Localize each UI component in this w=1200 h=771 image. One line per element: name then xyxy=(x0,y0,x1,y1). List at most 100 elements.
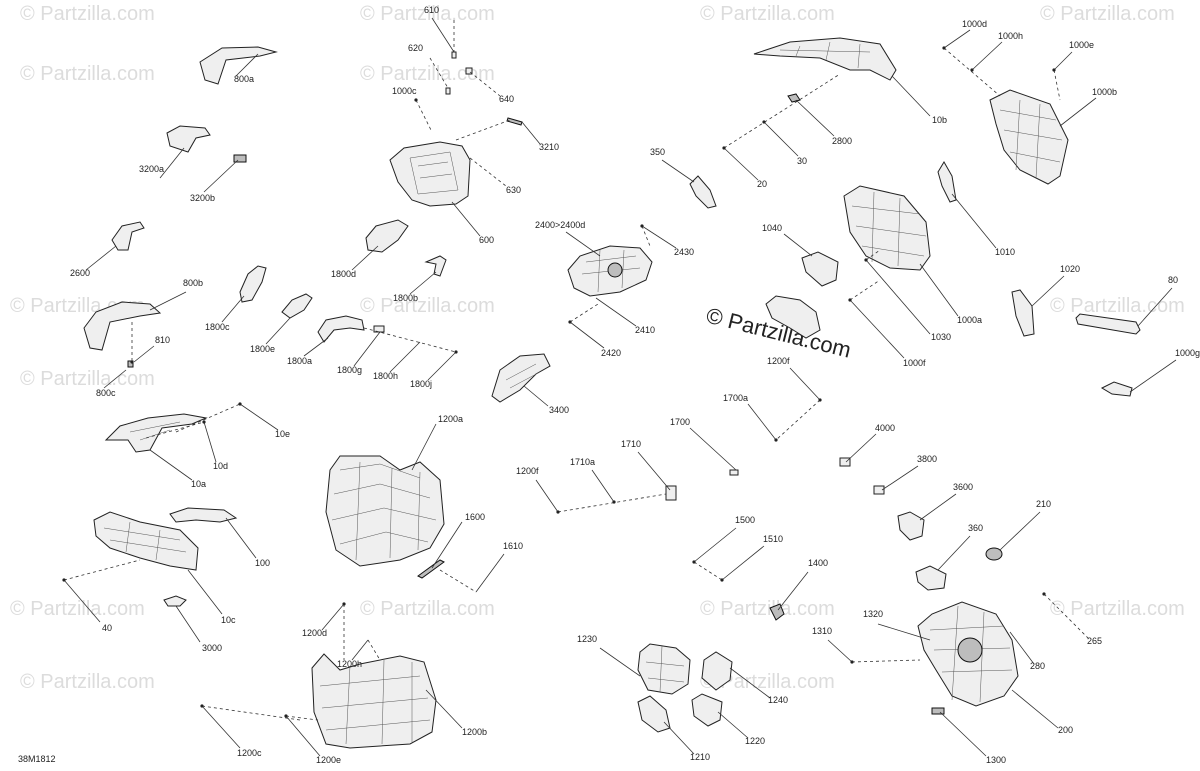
watermark: © Partzilla.com xyxy=(700,3,835,25)
callout-label-265: 265 xyxy=(1087,636,1102,646)
part-4000 xyxy=(839,457,851,467)
callout-label-1710: 1710 xyxy=(621,439,641,449)
callout-label-1800b: 1800b xyxy=(393,293,418,303)
watermark: © Partzilla.com xyxy=(360,295,495,317)
callout-label-610: 610 xyxy=(424,5,439,15)
callout-label-360: 360 xyxy=(968,523,983,533)
part-1010 xyxy=(937,161,957,203)
callout-label-30: 30 xyxy=(797,156,807,166)
callout-label-1210: 1210 xyxy=(690,752,710,762)
callout-label-1000e: 1000e xyxy=(1069,40,1094,50)
callout-label-1000d: 1000d xyxy=(962,19,987,29)
watermark: © Partzilla.com xyxy=(360,63,495,85)
callout-label-2600: 2600 xyxy=(70,268,90,278)
fastener-dots xyxy=(62,46,1056,718)
callout-label-1800a: 1800a xyxy=(287,356,312,366)
callout-label-2410: 2410 xyxy=(635,325,655,335)
callout-label-2800: 2800 xyxy=(832,136,852,146)
callout-label-800b: 800b xyxy=(183,278,203,288)
callout-label-1230: 1230 xyxy=(577,634,597,644)
callout-label-800c: 800c xyxy=(96,388,116,398)
watermark: © Partzilla.com xyxy=(1050,295,1185,317)
part-1200a xyxy=(325,455,445,567)
callout-label-1800d: 1800d xyxy=(331,269,356,279)
part-1230 xyxy=(637,643,691,695)
watermark: © Partzilla.com xyxy=(20,63,155,85)
callout-label-1800c: 1800c xyxy=(205,322,230,332)
callout-label-10b: 10b xyxy=(932,115,947,125)
callout-label-1610: 1610 xyxy=(503,541,523,551)
callout-label-3800: 3800 xyxy=(917,454,937,464)
callout-label-10a: 10a xyxy=(191,479,206,489)
part-3600 xyxy=(897,511,925,541)
parts-layer xyxy=(83,37,1141,749)
callout-label-80: 80 xyxy=(1168,275,1178,285)
part-2400-lens xyxy=(607,262,623,278)
callout-label-3600: 3600 xyxy=(953,482,973,492)
callout-label-1500: 1500 xyxy=(735,515,755,525)
callout-label-640: 640 xyxy=(499,94,514,104)
callout-label-10c: 10c xyxy=(221,615,236,625)
callout-label-1800j: 1800j xyxy=(410,379,432,389)
callout-label-3400: 3400 xyxy=(549,405,569,415)
callout-label-3000: 3000 xyxy=(202,643,222,653)
part-1710 xyxy=(665,485,677,501)
part-100 xyxy=(169,507,238,523)
callout-label-10e: 10e xyxy=(275,429,290,439)
part-10b xyxy=(753,37,897,81)
part-200-cup xyxy=(957,637,983,663)
part-1300 xyxy=(931,707,945,715)
part-600 xyxy=(389,141,471,207)
part-1240 xyxy=(701,651,733,691)
part-3400 xyxy=(491,353,551,403)
part-3200b xyxy=(233,154,247,163)
callout-label-350: 350 xyxy=(650,147,665,157)
watermark: © Partzilla.com xyxy=(360,598,495,620)
watermark: © Partzilla.com xyxy=(10,598,145,620)
part-10c xyxy=(93,511,199,571)
callout-label-100: 100 xyxy=(255,558,270,568)
callout-label-2430: 2430 xyxy=(674,247,694,257)
callout-label-620: 620 xyxy=(408,43,423,53)
part-2600 xyxy=(111,221,145,251)
part-350 xyxy=(689,175,717,209)
callout-label-1320: 1320 xyxy=(863,609,883,619)
callout-label-1200a: 1200a xyxy=(438,414,463,424)
callout-label-1200e: 1200e xyxy=(316,755,341,765)
watermark: © Partzilla.com xyxy=(20,368,155,390)
callout-label-800a: 800a xyxy=(234,74,254,84)
callout-label-1510: 1510 xyxy=(763,534,783,544)
callout-label-200: 200 xyxy=(1058,725,1073,735)
part-1200b xyxy=(311,653,437,749)
callout-label-1000h: 1000h xyxy=(998,31,1023,41)
leader-lines xyxy=(63,17,1177,757)
callout-label-1200b: 1200b xyxy=(462,727,487,737)
callout-label-630: 630 xyxy=(506,185,521,195)
watermark: © Partzilla.com xyxy=(360,3,495,25)
part-1040 xyxy=(801,251,839,287)
callout-label-1000b: 1000b xyxy=(1092,87,1117,97)
part-3800 xyxy=(873,485,885,495)
callout-label-1200h: 1200h xyxy=(337,659,362,669)
callout-label-1300: 1300 xyxy=(986,755,1006,765)
watermark: © Partzilla.com xyxy=(20,3,155,25)
watermark: © Partzilla.com xyxy=(20,671,155,693)
callout-label-1800e: 1800e xyxy=(250,344,275,354)
callout-label-1700: 1700 xyxy=(670,417,690,427)
callout-label-810: 810 xyxy=(155,335,170,345)
watermark: © Partzilla.com xyxy=(1050,598,1185,620)
callout-label-1600: 1600 xyxy=(465,512,485,522)
part-210 xyxy=(985,547,1003,561)
part-360 xyxy=(915,565,947,591)
callout-label-280: 280 xyxy=(1030,661,1045,671)
part-2800 xyxy=(787,93,801,103)
callout-label-1040: 1040 xyxy=(762,223,782,233)
callout-label-1240: 1240 xyxy=(768,695,788,705)
callout-label-1020: 1020 xyxy=(1060,264,1080,274)
part-1000a xyxy=(843,185,931,271)
callout-label-4000: 4000 xyxy=(875,423,895,433)
part-3000 xyxy=(163,595,187,607)
callout-label-1220: 1220 xyxy=(745,736,765,746)
part-3210 xyxy=(506,117,523,126)
